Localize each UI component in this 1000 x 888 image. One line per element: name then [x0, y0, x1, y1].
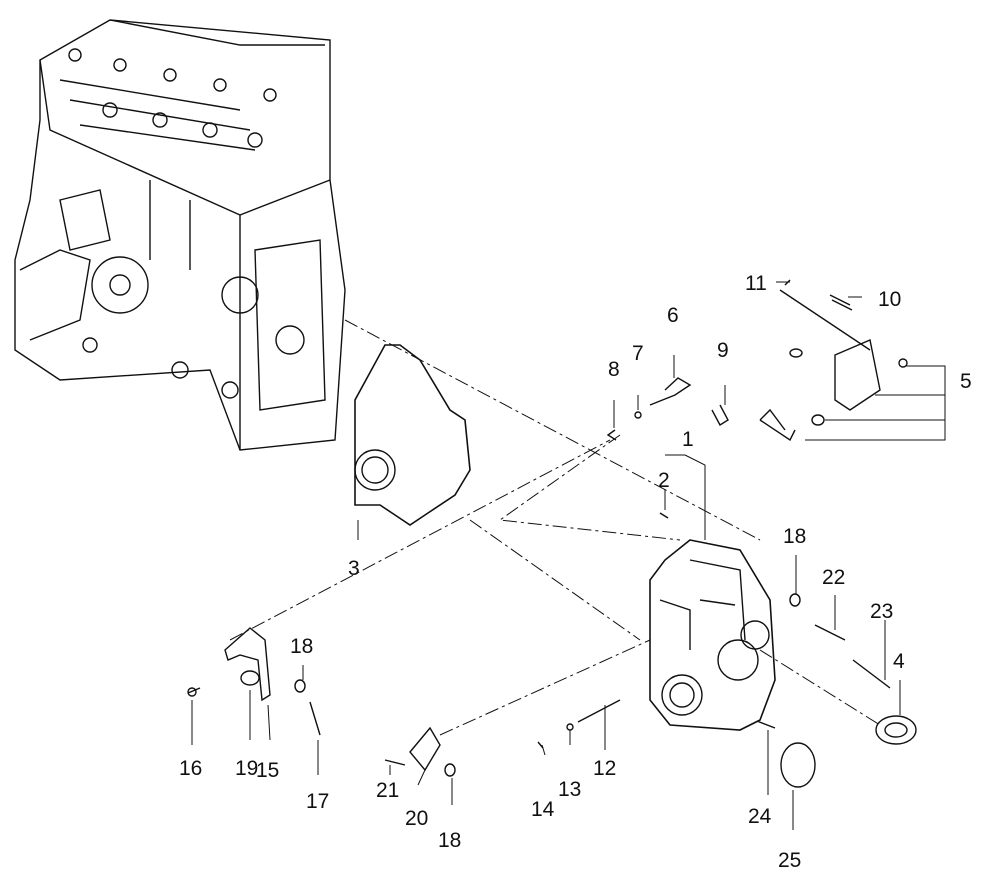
engine-block — [14, 19, 346, 451]
label-9: 9 — [717, 339, 729, 362]
label-19: 19 — [235, 757, 258, 780]
label-5: 5 — [960, 370, 972, 393]
label-7: 7 — [632, 342, 644, 365]
label-6: 6 — [667, 304, 679, 327]
label-10: 10 — [878, 288, 901, 311]
label-17: 17 — [306, 790, 329, 813]
label-22: 22 — [822, 566, 845, 589]
label-1: 1 — [682, 428, 694, 451]
label-18-left: 18 — [290, 635, 313, 658]
label-14: 14 — [531, 798, 555, 821]
label-25: 25 — [778, 849, 801, 872]
label-8: 8 — [608, 358, 620, 381]
label-2: 2 — [658, 469, 670, 492]
label-23: 23 — [870, 600, 893, 623]
label-13: 13 — [558, 778, 581, 801]
label-18-right: 18 — [783, 525, 806, 548]
leader-lines — [191, 281, 946, 830]
label-18-bottom: 18 — [438, 829, 461, 852]
label-11: 11 — [745, 272, 767, 295]
label-15: 15 — [256, 759, 279, 782]
callout-labels: 1 2 3 4 5 6 7 8 9 10 11 12 13 14 15 16 1… — [179, 272, 972, 872]
label-16: 16 — [179, 757, 202, 780]
timing-cover — [649, 539, 776, 731]
dash-lines — [229, 319, 881, 736]
label-3: 3 — [348, 557, 360, 580]
label-20: 20 — [405, 807, 428, 830]
label-4: 4 — [893, 650, 905, 673]
label-24: 24 — [748, 805, 772, 828]
gasket-part-3 — [354, 344, 471, 526]
label-21: 21 — [376, 779, 399, 802]
label-12: 12 — [593, 757, 616, 780]
small-parts — [187, 279, 917, 788]
